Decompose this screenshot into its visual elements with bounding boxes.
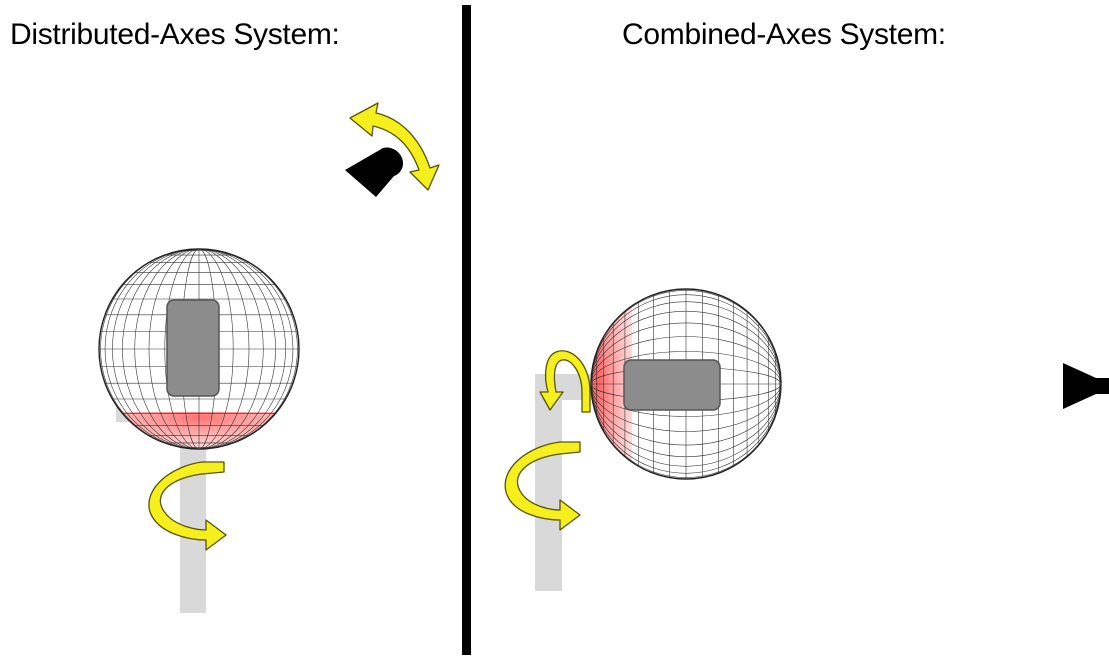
right-roll-rotation-arrow — [539, 350, 591, 413]
panel-divider — [462, 5, 471, 655]
right-yaw-rotation-arrow — [504, 441, 581, 531]
left-wireframe-sphere — [98, 248, 300, 450]
distributed-axes-title: Distributed-Axes System: — [10, 18, 340, 51]
left-source-marker — [345, 147, 404, 197]
right-wireframe-sphere — [590, 288, 782, 480]
left-display-block — [166, 299, 220, 397]
left-yaw-rotation-arrow — [148, 461, 227, 551]
right-source-marker — [1063, 363, 1109, 409]
tilt-rotation-arrow — [349, 102, 440, 191]
combined-axes-title: Combined-Axes System: — [622, 18, 946, 51]
right-display-block — [623, 359, 721, 411]
